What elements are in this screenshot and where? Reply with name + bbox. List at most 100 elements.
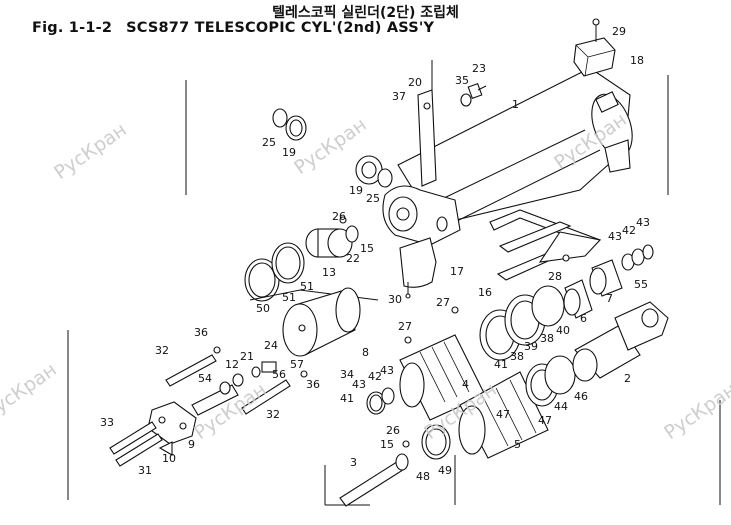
- label-2: 2: [624, 372, 631, 385]
- label-26a: 26: [332, 210, 346, 223]
- part-17-bracket: [573, 37, 616, 77]
- rings-44-47: [525, 355, 576, 407]
- label-36a: 36: [194, 326, 208, 339]
- rings-42-55-right: [621, 244, 654, 271]
- part-labels: 29 18 1 23 35 20 37 25 19 19 25 26 15 22…: [100, 25, 650, 483]
- label-40: 40: [556, 324, 570, 337]
- label-10: 10: [162, 452, 176, 465]
- part-48-49-ring: [421, 424, 451, 460]
- frame-lines: [67, 60, 721, 506]
- label-22: 22: [346, 252, 360, 265]
- part-30-pin: [405, 282, 411, 299]
- rings-38-40: [479, 285, 565, 361]
- label-18: 17: [450, 265, 464, 278]
- rings-41-43-left: [366, 387, 395, 415]
- label-21: 21: [240, 350, 254, 363]
- label-49: 49: [438, 464, 452, 477]
- label-1: 1: [512, 98, 519, 111]
- label-12: 12: [225, 358, 239, 371]
- label-33: 33: [100, 416, 114, 429]
- part-16-strips: [489, 209, 602, 281]
- label-38a: 38: [510, 350, 524, 363]
- label-43a: 43: [352, 378, 366, 391]
- label-55: 55: [634, 278, 648, 291]
- part-1-outer-cylinder: [397, 67, 633, 226]
- label-19a: 19: [282, 146, 296, 159]
- label-15a: 15: [360, 242, 374, 255]
- part-6-7: [563, 259, 623, 319]
- label-48: 48: [416, 470, 430, 483]
- label-27a: 27: [436, 296, 450, 309]
- watermark-1: РусКран: [50, 119, 130, 184]
- part-18-shoe: [399, 237, 437, 288]
- part-9-block: [147, 401, 197, 445]
- part-54-56-57: [191, 381, 239, 416]
- part-5-lower-tube: [458, 371, 549, 459]
- label-7: 7: [606, 292, 613, 305]
- label-29: 29: [612, 25, 626, 38]
- label-39: 39: [524, 340, 538, 353]
- label-20: 20: [408, 76, 422, 89]
- head-assembly: [382, 185, 461, 246]
- part-50-51-seals: [244, 242, 379, 302]
- label-47a: 47: [538, 414, 552, 427]
- label-42a: 42: [368, 370, 382, 383]
- part-22-13-15: [305, 225, 359, 258]
- part-8-piston: [282, 287, 361, 357]
- label-43d: 43: [636, 216, 650, 229]
- part-2-rod-eye: [572, 301, 669, 382]
- part-23-35-bolt: [460, 82, 487, 107]
- label-43c: 43: [608, 230, 622, 243]
- upper-rings: [272, 108, 393, 188]
- assembly-title: SCS877 TELESCOPIC CYL'(2nd) ASS'Y: [126, 20, 435, 36]
- label-42b: 42: [622, 224, 636, 237]
- part-4-inner-tube: [399, 334, 486, 421]
- label-25b: 25: [366, 192, 380, 205]
- label-50: 50: [256, 302, 270, 315]
- watermark-4: РусКран: [0, 359, 61, 424]
- label-34: 34: [340, 368, 354, 381]
- label-6: 6: [580, 312, 587, 325]
- label-17: 18: [630, 54, 644, 67]
- label-13: 13: [322, 266, 336, 279]
- label-54: 54: [198, 372, 212, 385]
- label-5: 5: [514, 438, 521, 451]
- label-46: 46: [574, 390, 588, 403]
- part-3-rod: [339, 453, 409, 507]
- label-24: 24: [264, 339, 278, 352]
- label-51b: 51: [282, 291, 296, 304]
- part-20-plate: [417, 89, 437, 187]
- label-23: 23: [472, 62, 486, 75]
- label-16: 16: [478, 286, 492, 299]
- label-57: 57: [290, 358, 304, 371]
- label-56: 56: [272, 368, 286, 381]
- label-41b: 41: [494, 358, 508, 371]
- label-37: 37: [392, 90, 406, 103]
- label-36b: 36: [306, 378, 320, 391]
- label-43b: 43: [380, 364, 394, 377]
- part-29-screw: [592, 18, 600, 42]
- label-32a: 32: [155, 344, 169, 357]
- label-41a: 41: [340, 392, 354, 405]
- label-44: 44: [554, 400, 568, 413]
- part-31-33-10-rods: [109, 421, 173, 467]
- label-47b: 47: [496, 408, 510, 421]
- label-26b: 26: [386, 424, 400, 437]
- small-screws: [213, 216, 570, 448]
- label-51a: 51: [300, 280, 314, 293]
- part-12-21-24: [232, 361, 277, 387]
- label-8: 8: [362, 346, 369, 359]
- figure-number: Fig. 1-1-2: [32, 20, 113, 36]
- label-31: 31: [138, 464, 152, 477]
- label-38b: 38: [540, 332, 554, 345]
- label-28: 28: [548, 270, 562, 283]
- label-3: 3: [350, 456, 357, 469]
- label-4: 4: [462, 378, 469, 391]
- part-32-rods: [165, 354, 291, 415]
- title-korean: 텔레스코픽 실린더(2단) 조립체: [272, 5, 459, 21]
- label-19b: 19: [349, 184, 363, 197]
- label-25a: 25: [262, 136, 276, 149]
- label-35: 35: [455, 74, 469, 87]
